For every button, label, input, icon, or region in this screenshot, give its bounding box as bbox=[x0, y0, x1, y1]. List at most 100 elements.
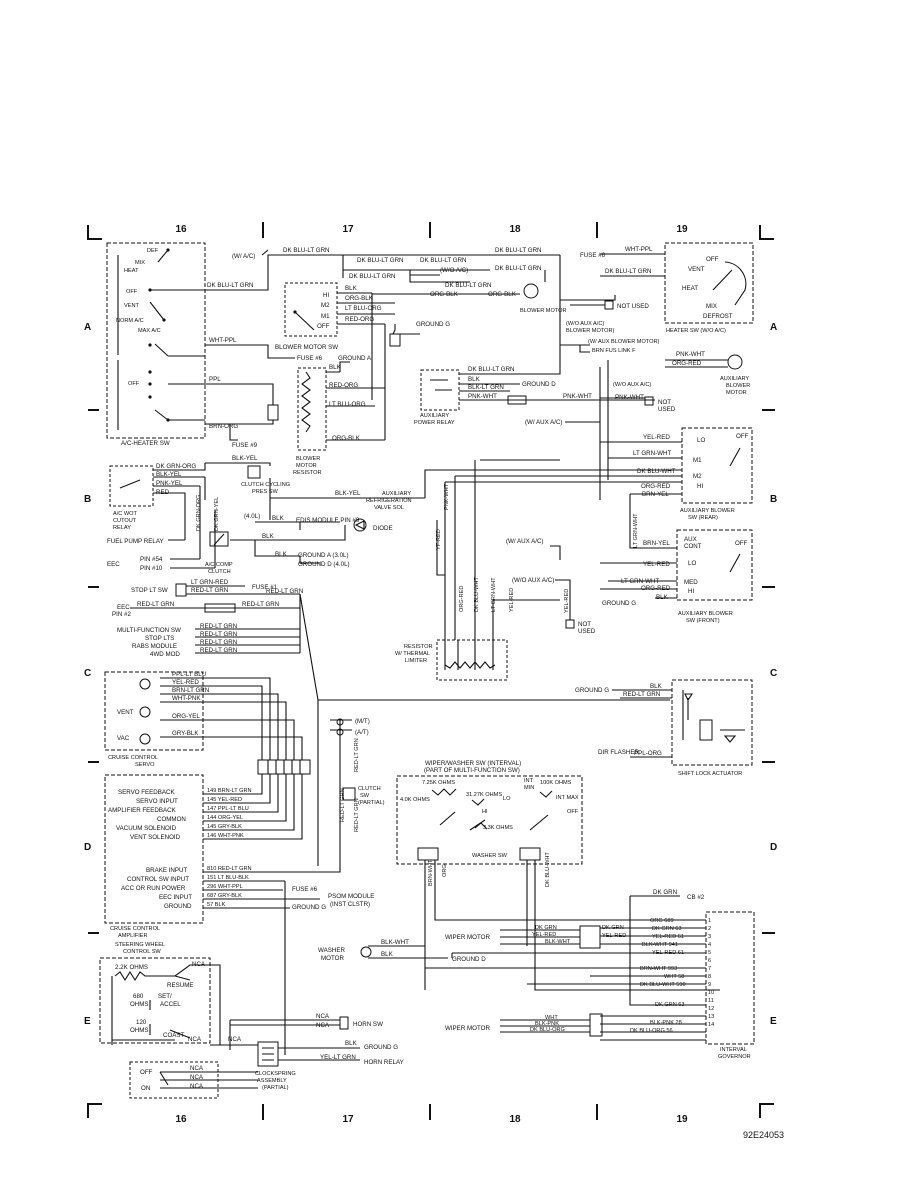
ac-wot-cutout-relay: DK GRN-ORG BLK-YEL PNK-YEL RED A/C WOT C… bbox=[107, 463, 220, 572]
wire-dkblu-3: DK BLU-LT GRN bbox=[357, 257, 404, 264]
resistor-thermal-label-3: LIMITER bbox=[405, 658, 427, 664]
steering-wheel-switch: 2.2K OHMS 680 OHMS 120 OHMS RESUME SET/ … bbox=[99, 957, 211, 1045]
not-used-2b: USED bbox=[658, 406, 676, 413]
blower-motor-resistor: BLK GROUND A RED-ORG LT BLU-ORG ORG-BLK … bbox=[293, 293, 386, 476]
wire-blk-4: BLK bbox=[656, 594, 669, 601]
mt-label: (M/T) bbox=[355, 718, 370, 725]
ground-g-2: GROUND G bbox=[602, 600, 636, 607]
amp-c2-4: 687 GRY-BLK bbox=[207, 893, 242, 899]
wire-ppl-1: PPL bbox=[209, 376, 221, 383]
wire-dkblu-8: DK BLU-LT GRN bbox=[445, 282, 492, 289]
shift-lock-actuator: GROUND G BLK RED-LT GRN DIR FLASHER PPL-… bbox=[575, 679, 753, 777]
wire-redltgrn-8: RED-LT GRN bbox=[200, 647, 237, 654]
heater-sw-label: HEATER SW (W/O A/C) bbox=[666, 328, 726, 334]
wire-orgred-1: ORG-RED bbox=[672, 360, 702, 367]
blower-off: OFF bbox=[317, 323, 330, 330]
front-lo: LO bbox=[688, 560, 696, 567]
nca-4: NCA bbox=[316, 1013, 330, 1020]
amp-c-1: 149 BRN-LT GRN bbox=[207, 788, 252, 794]
w-aux-ac-1: (W/ AUX A/C) bbox=[525, 419, 562, 426]
psom-label-2: (INST CLSTR) bbox=[330, 901, 370, 908]
wire-ltgrnwht-v2: LT GRN-WHT bbox=[491, 577, 497, 612]
aux-blower-label-3: MOTOR bbox=[726, 390, 747, 396]
refrig-label-2: REFRIGERATION bbox=[366, 498, 412, 504]
brn-fus-link: BRN FUS LINK F bbox=[592, 348, 636, 354]
amp-c2-5: 57 BLK bbox=[207, 902, 226, 908]
cruise-control-amplifier: SERVO FEEDBACK SERVO INPUT AMPLIFIER FEE… bbox=[104, 774, 374, 1055]
gov-pin-10: 10 bbox=[708, 990, 714, 996]
aux-blower-switch-rear: LO OFF M1 M2 HI YEL-RED LT GRN-WHT DK BL… bbox=[445, 427, 753, 521]
wire-blk-8: BLK bbox=[650, 683, 663, 690]
aux-relay-label-2: POWER RELAY bbox=[414, 420, 455, 426]
horn-on: ON bbox=[141, 1085, 150, 1092]
wire-yelltgrn-1: YEL-LT GRN bbox=[320, 1054, 356, 1061]
wire-brnorg-1: BRN-ORG bbox=[209, 423, 238, 430]
gov-w-1: ORG 689 bbox=[650, 918, 674, 924]
l40-label: (4.0L) bbox=[244, 513, 260, 520]
nca-5: NCA bbox=[316, 1022, 330, 1029]
cruise-control-servo: VENT VAC PPL-LT BLU YEL-RED BRN-LT GRN W… bbox=[104, 671, 311, 775]
wiper-sw-title-2: (PART OF MULTI-FUNCTION SW) bbox=[424, 767, 520, 774]
rear-label: AUXILIARY BLOWER bbox=[680, 508, 735, 514]
column-label-18-bottom: 18 bbox=[509, 1114, 521, 1125]
not-used-1: NOT USED bbox=[617, 303, 649, 310]
gov-w-4: BLK-WHT 941 bbox=[642, 942, 678, 948]
wire-wht-1: WHT bbox=[545, 1015, 558, 1021]
wire-yelred-v2: YEL-RED bbox=[509, 588, 515, 612]
wire-orgred-3: ORG-RED bbox=[641, 585, 671, 592]
clutch-switch: (M/T) (A/T) CLUTCH SW (PARTIAL) RED-LT G… bbox=[317, 700, 385, 866]
not-used-3b: USED bbox=[578, 628, 596, 635]
ground-d40: GROUND D (4.0L) bbox=[298, 561, 350, 568]
resistor-label-3: RESISTOR bbox=[293, 470, 322, 476]
wire-orgblk-1: ORG-BLK bbox=[430, 291, 459, 298]
wd4-label: 4WD MOD bbox=[150, 651, 180, 658]
wire-org-v: ORG bbox=[442, 864, 448, 877]
rabs-label: RABS MODULE bbox=[132, 643, 177, 650]
wire-pnkwht-2: PNK-WHT bbox=[563, 393, 592, 400]
wire-yfred-v: YF-RED bbox=[436, 529, 442, 550]
wot-label-3: RELAY bbox=[113, 525, 131, 531]
wire-redltgrn-v2: RED-LT GRN bbox=[340, 788, 346, 822]
gov-pin-14: 14 bbox=[708, 1022, 714, 1028]
row-label-a-right: A bbox=[770, 322, 777, 333]
amp-in2-2: CONTROL SW INPUT bbox=[127, 876, 189, 883]
front-med: MED bbox=[684, 579, 698, 586]
wire-redorg-1: RED-ORG bbox=[345, 316, 374, 323]
ohms-120: 120 bbox=[136, 1019, 147, 1026]
ground-a30: GROUND A (3.0L) bbox=[298, 552, 349, 559]
steering-sw-label-2: CONTROL SW bbox=[123, 949, 161, 955]
amp-in2-4: EEC INPUT bbox=[159, 894, 192, 901]
clutch-sw-label-3: (PARTIAL) bbox=[358, 800, 385, 806]
wot-label: A/C WOT bbox=[113, 511, 138, 517]
servo-label: CRUISE CONTROL bbox=[108, 755, 158, 761]
gov-pin-1: 1 bbox=[708, 918, 711, 924]
interval-governor: DK GRN CB #2 1 2 3 4 5 6 7 8 9 10 11 12 … bbox=[425, 889, 755, 1060]
wire-dkblu-2: DK BLU-LT GRN bbox=[283, 247, 330, 254]
refrig-label-3: VALVE SOL bbox=[374, 505, 404, 511]
stop-lt-sw-label: STOP LT SW bbox=[131, 587, 168, 594]
amp-label: CRUISE CONTROL bbox=[110, 926, 160, 932]
heater-heat: HEAT bbox=[682, 285, 698, 292]
wiper-motor-label-2: WIPER MOTOR bbox=[445, 1025, 490, 1032]
wire-redorg-2: RED-ORG bbox=[329, 382, 358, 389]
gov-w-7: BRN-WHT 993 bbox=[640, 966, 677, 972]
stop-light-area: STOP LT SW LT GRN-RED RED-LT GRN FUSE #1… bbox=[112, 579, 670, 701]
amp-in-4: COMMON bbox=[157, 816, 186, 823]
ac-norm-label: NORM A/C bbox=[116, 318, 144, 324]
row-label-b-right: B bbox=[770, 494, 777, 505]
wire-blk-5: BLK bbox=[272, 515, 285, 522]
wire-redltgrn-5: RED-LT GRN bbox=[200, 623, 237, 630]
servo-pin-1: PPL-LT BLU bbox=[172, 671, 206, 678]
ground-g-1: GROUND G bbox=[416, 321, 450, 328]
ac-vent-label: VENT bbox=[124, 303, 140, 309]
wire-pplorg-1: PPL-ORG bbox=[634, 750, 662, 757]
wiper-lo: LO bbox=[503, 796, 511, 802]
nca-8: NCA bbox=[190, 1083, 204, 1090]
wire-yelred-2: YEL-RED bbox=[643, 561, 670, 568]
rear-m2: M2 bbox=[693, 473, 702, 480]
wire-dkblu-7: DK BLU-LT GRN bbox=[349, 273, 396, 280]
ground-d-1: GROUND D bbox=[522, 381, 556, 388]
amp-in-1: SERVO FEEDBACK bbox=[118, 789, 175, 796]
nca-6: NCA bbox=[190, 1065, 204, 1072]
wo-aux-ac-3: (W/O AUX A/C) bbox=[512, 577, 554, 584]
